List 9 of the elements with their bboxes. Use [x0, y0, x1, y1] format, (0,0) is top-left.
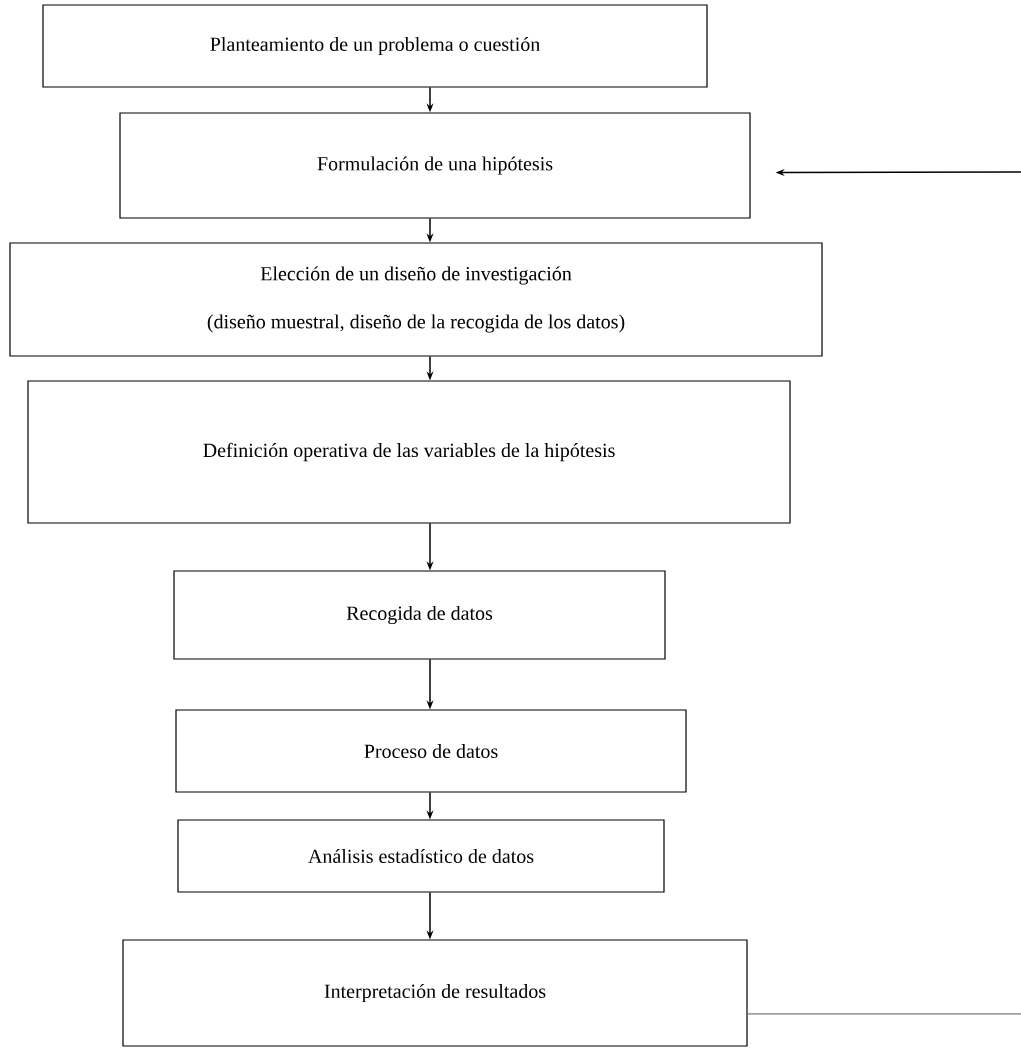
connector-line [746, 1013, 1021, 1015]
process-box: Formulación de una hipótesis [119, 112, 751, 219]
process-box: Definición operativa de las variables de la hipótesis [27, 380, 791, 524]
process-box: Recogida de datos [173, 570, 666, 660]
process-box: Interpretación de resultados [122, 939, 748, 1047]
process-box: Elección de un diseño de investigación (diseño muestral, diseño de la recogida de los datos) [9, 242, 823, 357]
process-box: Proceso de datos [175, 709, 687, 793]
process-box: Planteamiento de un problema o cuestión [42, 4, 708, 88]
process-box: Análisis estadístico de datos [177, 819, 665, 893]
